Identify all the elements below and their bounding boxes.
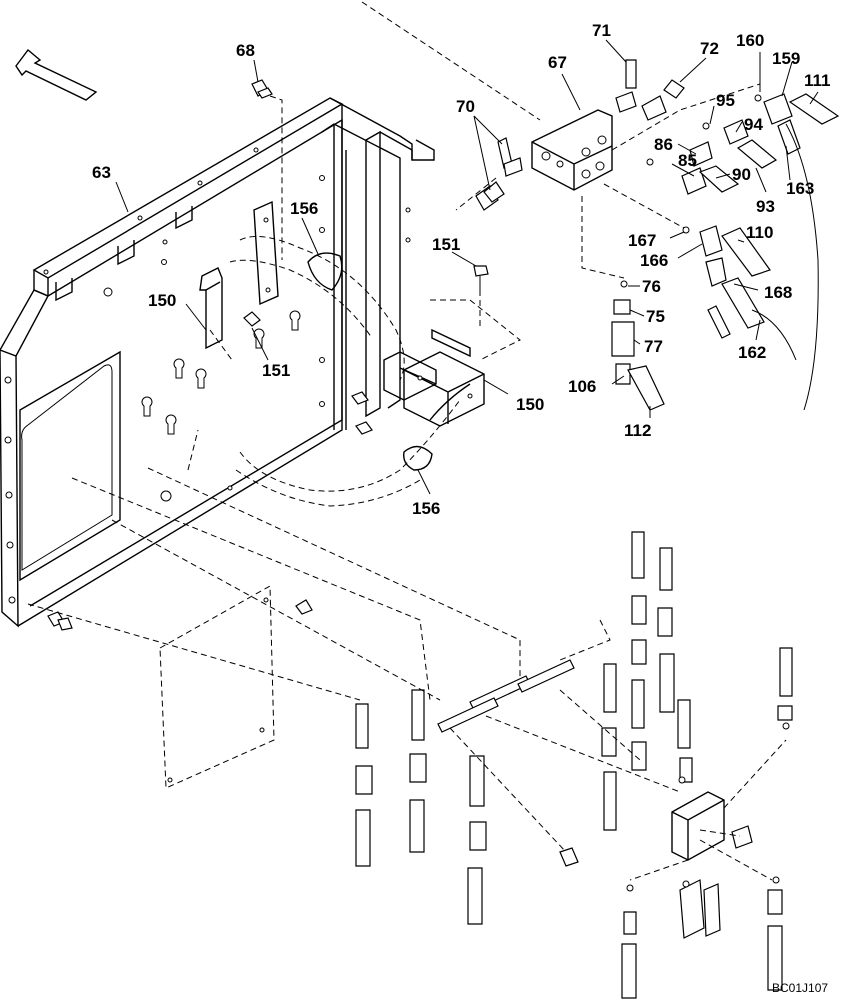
fitting-70a bbox=[497, 137, 523, 177]
callout-150: 150 bbox=[148, 291, 176, 310]
bolt-68 bbox=[251, 79, 273, 99]
callout-167: 167 bbox=[628, 231, 656, 250]
bolt-151-side bbox=[243, 311, 261, 327]
hose-72 bbox=[641, 79, 685, 121]
bolt-panel-b bbox=[355, 421, 373, 435]
callout-106: 106 bbox=[568, 377, 596, 396]
fitting-70b bbox=[475, 181, 505, 211]
arrow-up-left-icon bbox=[15, 48, 98, 101]
upright-channel bbox=[319, 97, 437, 430]
bolt-panel-d bbox=[295, 599, 313, 615]
callout-71: 71 bbox=[592, 21, 611, 40]
fitting-group-right bbox=[646, 93, 840, 234]
callout-75: 75 bbox=[646, 307, 665, 326]
clamp-bracket-left bbox=[199, 267, 223, 350]
bolt-panel-c bbox=[47, 611, 73, 631]
callout-63: 63 bbox=[92, 163, 111, 182]
callout-166: 166 bbox=[640, 251, 668, 270]
callout-151: 151 bbox=[262, 361, 290, 380]
callout-112: 112 bbox=[624, 421, 651, 440]
callout-86: 86 bbox=[654, 135, 673, 154]
callout-168: 168 bbox=[764, 283, 792, 302]
callout-90: 90 bbox=[732, 165, 751, 184]
callout-151: 151 bbox=[432, 235, 460, 254]
callout-95: 95 bbox=[716, 91, 735, 110]
callout-68: 68 bbox=[236, 41, 255, 60]
callout-77: 77 bbox=[644, 337, 663, 356]
callout-160: 160 bbox=[736, 31, 764, 50]
callout-67: 67 bbox=[548, 53, 567, 72]
bolt-151-top bbox=[473, 265, 489, 290]
callout-72: 72 bbox=[700, 39, 719, 58]
callout-94: 94 bbox=[744, 115, 763, 134]
cover-plate bbox=[159, 585, 275, 789]
callout-110: 110 bbox=[746, 223, 773, 242]
fitting-group-lower-right bbox=[699, 123, 819, 411]
hose-boot-lower bbox=[235, 383, 471, 507]
callout-150: 150 bbox=[516, 395, 544, 414]
clamp-bracket-right bbox=[403, 328, 485, 427]
lower-manifold-assembly bbox=[355, 531, 793, 999]
callout-159: 159 bbox=[772, 49, 800, 68]
assembly-lines bbox=[27, 1, 787, 881]
valve-block bbox=[531, 109, 613, 191]
callout-76: 76 bbox=[642, 277, 661, 296]
callout-156: 156 bbox=[290, 199, 318, 218]
callout-93: 93 bbox=[756, 197, 775, 216]
bracket-panel bbox=[0, 97, 344, 628]
fitting-stack-76-77 bbox=[611, 280, 665, 411]
bolt-panel-a bbox=[351, 391, 369, 405]
callout-85: 85 bbox=[678, 151, 697, 170]
leader-lines bbox=[115, 39, 819, 495]
callout-162: 162 bbox=[738, 343, 766, 362]
callout-156: 156 bbox=[412, 499, 440, 518]
drawing-code: BC01J107 bbox=[772, 981, 828, 995]
callout-labels: 63 68 156 150 151 151 150 156 67 70 71 7… bbox=[92, 21, 831, 995]
hose-boot-upper bbox=[229, 200, 405, 381]
callout-70: 70 bbox=[456, 97, 475, 116]
callout-163: 163 bbox=[786, 179, 814, 198]
hose-71 bbox=[615, 59, 637, 113]
callout-111: 111 bbox=[804, 71, 831, 90]
